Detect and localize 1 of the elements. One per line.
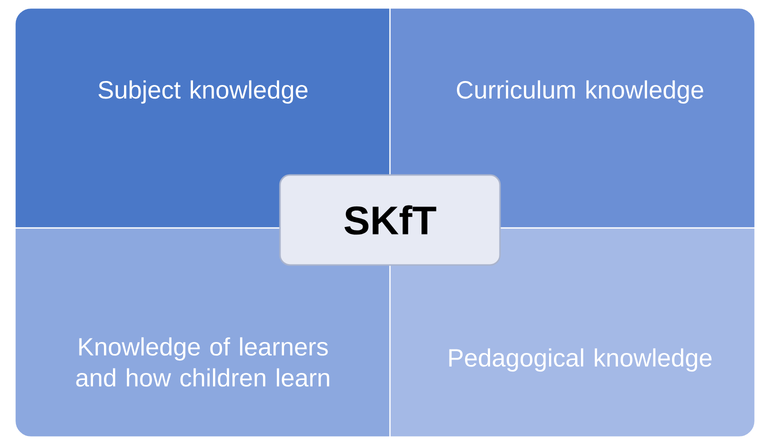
center-box: SKfT <box>279 174 501 266</box>
